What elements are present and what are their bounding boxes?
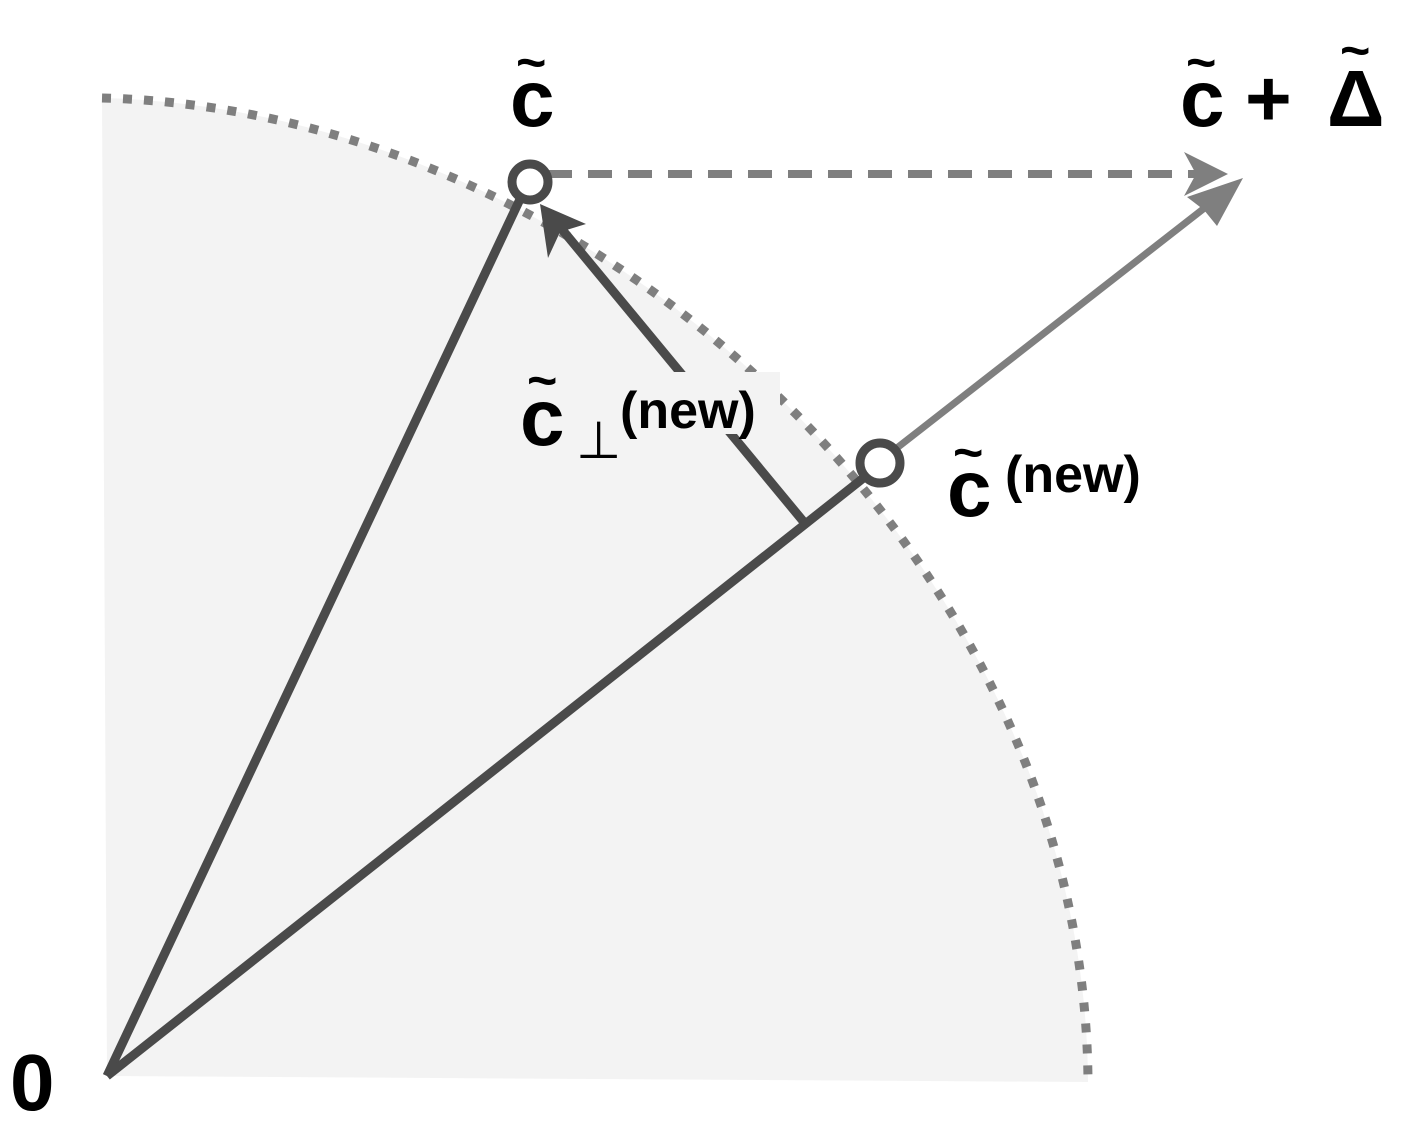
tilde-c-perp: ~ bbox=[527, 352, 557, 410]
plus-sign: + bbox=[1245, 54, 1292, 143]
tilde-delta: ~ bbox=[1340, 22, 1370, 80]
tilde-c-plus: ~ bbox=[1186, 34, 1216, 92]
point-c-new bbox=[855, 438, 905, 488]
label-c: c bbox=[510, 54, 555, 143]
label-delta: Δ bbox=[1327, 54, 1385, 143]
vector-c-plus-delta bbox=[890, 189, 1228, 454]
label-c-new: c bbox=[947, 444, 992, 533]
vector-c-new bbox=[104, 472, 869, 1080]
c-new-superscript: (new) bbox=[1005, 446, 1141, 504]
vector-c-perp-head bbox=[540, 204, 586, 258]
origin-label: 0 bbox=[10, 1038, 55, 1127]
tilde-c-new: ~ bbox=[953, 424, 983, 482]
label-backdrop bbox=[615, 372, 780, 434]
dotted-circle-arc bbox=[101, 93, 1093, 1083]
tilde-c: ~ bbox=[516, 34, 546, 92]
dashed-arrow-head bbox=[1184, 152, 1228, 196]
point-c bbox=[507, 159, 553, 205]
c-perp-superscript: (new) bbox=[620, 382, 756, 440]
shaded-region bbox=[102, 98, 1088, 1082]
label-c-perp: c bbox=[520, 373, 565, 462]
vector-c bbox=[102, 193, 527, 1078]
perp-subscript: ⊥ bbox=[576, 412, 621, 470]
vector-c-plus-delta-head bbox=[1187, 178, 1243, 226]
label-c-plus: c bbox=[1180, 54, 1225, 143]
